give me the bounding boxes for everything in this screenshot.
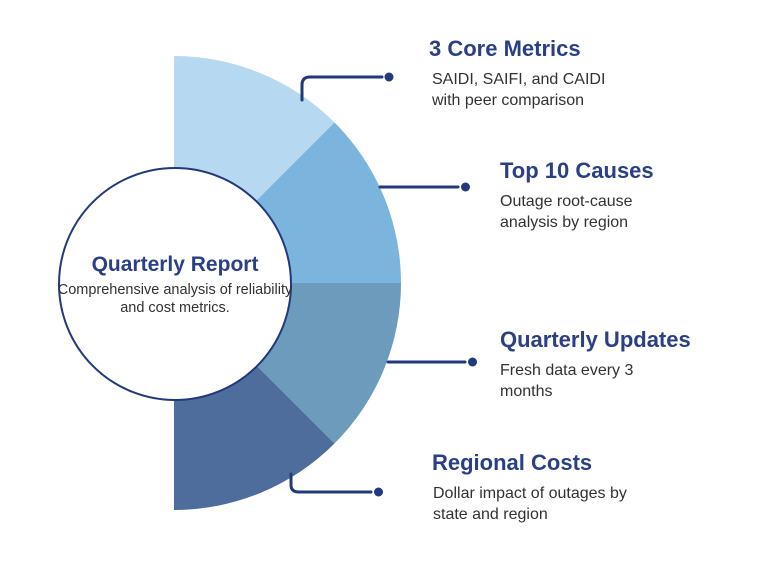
item-title: Quarterly Updates (500, 327, 691, 352)
connector-dot-top-causes (461, 182, 470, 192)
center-title: Quarterly Report (91, 253, 259, 276)
item-description: Dollar impact of outages by state and re… (433, 485, 627, 523)
item-description: Outage root-cause analysis by region (500, 193, 633, 231)
connector-dot-quarterly-updates (468, 357, 477, 367)
connector-dot-regional-costs (374, 487, 383, 497)
list-item-regional-costs: Regional Costs Dollar impact of outages … (432, 450, 658, 525)
connector-regional-costs (289, 472, 373, 494)
item-description: SAIDI, SAIFI, and CAIDI with peer compar… (432, 71, 606, 109)
item-title: Top 10 Causes (500, 158, 654, 183)
list-item-top-causes: Top 10 Causes Outage root-cause analysis… (500, 158, 660, 233)
connector-dot-core-metrics (384, 72, 394, 82)
center-label: Quarterly Report Comprehensive analysis … (55, 253, 295, 317)
center-circle (58, 167, 292, 401)
connector-core-metrics (300, 75, 384, 102)
list-item-core-metrics: 3 Core Metrics SAIDI, SAIFI, and CAIDI w… (429, 36, 622, 111)
center-subtitle: Comprehensive analysis of reliability an… (57, 282, 293, 316)
item-description: Fresh data every 3 months (500, 362, 634, 400)
list-item-quarterly-updates: Quarterly Updates Fresh data every 3 mon… (500, 327, 691, 402)
item-title: 3 Core Metrics (429, 36, 581, 61)
item-title: Regional Costs (432, 450, 593, 475)
